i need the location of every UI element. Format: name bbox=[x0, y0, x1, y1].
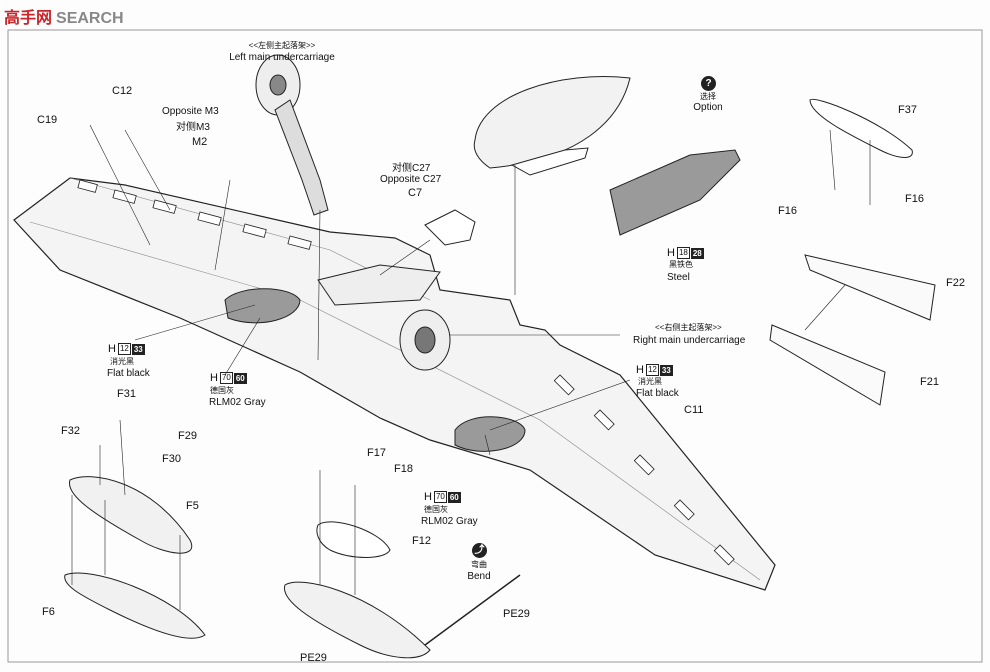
label-c19: C19 bbox=[37, 114, 58, 126]
wing-outline bbox=[13, 177, 776, 591]
label-pe29-right: PE29 bbox=[503, 608, 530, 620]
label-f30: F30 bbox=[162, 453, 181, 465]
label-f32: F32 bbox=[61, 425, 80, 437]
note-option: Option bbox=[693, 102, 723, 113]
color-rlm02-2: RLM02 Gray bbox=[421, 516, 478, 527]
note-option-zh: 选择 bbox=[700, 92, 716, 101]
note-left-uc: Left main undercarriage bbox=[229, 52, 335, 63]
c7-part bbox=[424, 209, 476, 246]
color-flat-black-2: Flat black bbox=[636, 388, 679, 399]
label-f12: F12 bbox=[412, 535, 431, 547]
f21-part bbox=[769, 324, 886, 406]
note-opposite-m3: Opposite M3 bbox=[162, 106, 219, 117]
label-c7: C7 bbox=[408, 187, 423, 199]
label-f6: F6 bbox=[42, 606, 55, 618]
note-right-uc: Right main undercarriage bbox=[633, 335, 746, 346]
color-rlm02-1-zh: 德国灰 bbox=[210, 386, 234, 395]
color-steel: Steel bbox=[667, 272, 690, 283]
bend-icon: ⤴ bbox=[472, 543, 487, 558]
label-pe29-bottom: PE29 bbox=[300, 652, 327, 664]
label-c12: C12 bbox=[112, 85, 133, 97]
label-f16-right: F16 bbox=[905, 193, 924, 205]
right-wheel-well bbox=[454, 416, 526, 452]
left-wheel-well bbox=[224, 288, 301, 324]
question-icon: ? bbox=[701, 76, 716, 91]
color-rlm02-1: RLM02 Gray bbox=[209, 397, 266, 408]
label-f21: F21 bbox=[920, 376, 939, 388]
f37-part bbox=[809, 98, 913, 158]
label-f37: F37 bbox=[898, 104, 917, 116]
f5-fairing bbox=[68, 476, 193, 554]
radiator bbox=[317, 264, 441, 306]
label-f18: F18 bbox=[394, 463, 413, 475]
note-bend-zh: 弯曲 bbox=[471, 560, 487, 569]
flap-slots bbox=[77, 179, 735, 566]
note-opposite-c27: Opposite C27 bbox=[380, 174, 442, 185]
watermark-text: SEARCH bbox=[56, 10, 124, 27]
pe29-rod bbox=[424, 574, 521, 646]
label-f16-left: F16 bbox=[778, 205, 797, 217]
label-m2: M2 bbox=[192, 136, 208, 148]
label-f31: F31 bbox=[117, 388, 136, 400]
label-f22: F22 bbox=[946, 277, 965, 289]
color-flat-black-1: Flat black bbox=[107, 368, 150, 379]
color-rlm02-2-zh: 德国灰 bbox=[424, 505, 448, 514]
label-c11: C11 bbox=[684, 404, 704, 416]
color-flat-black-2-zh: 消光黑 bbox=[638, 377, 662, 386]
label-f17: F17 bbox=[367, 447, 386, 459]
label-f5: F5 bbox=[186, 500, 199, 512]
sheet-frame bbox=[7, 29, 983, 663]
watermark-brand: 高手网 bbox=[4, 10, 53, 27]
note-opposite-m3-zh: 对侧M3 bbox=[176, 122, 210, 133]
label-f29: F29 bbox=[178, 430, 197, 442]
note-bend: Bend bbox=[467, 571, 491, 582]
f22-part bbox=[804, 254, 936, 321]
color-flat-black-1-zh: 消光黑 bbox=[110, 357, 134, 366]
note-right-uc-zh: <<右侧主起落架>> bbox=[655, 323, 722, 332]
note-opposite-c27-zh: 对侧C27 bbox=[392, 163, 431, 174]
drop-tank bbox=[473, 76, 631, 169]
note-left-uc-zh: <<左侧主起落架>> bbox=[248, 41, 316, 50]
pe29-fairing bbox=[283, 581, 431, 659]
leader-lines bbox=[71, 124, 871, 610]
f12-part bbox=[316, 521, 391, 558]
bomb-option bbox=[609, 149, 741, 236]
f6-fairing bbox=[64, 572, 206, 639]
color-steel-zh: 黑铁色 bbox=[669, 260, 693, 269]
left-strut bbox=[274, 99, 329, 216]
